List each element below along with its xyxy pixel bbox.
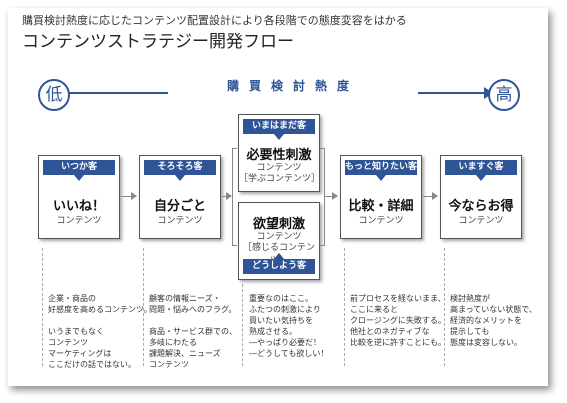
tag-arrow-down-icon [476,175,486,181]
page-title: コンテンツストラテジー開発フロー [22,32,294,52]
tag-arrow-down-icon [274,134,284,140]
desc-line: 経済的なメリットを [450,316,522,325]
desc-line: ―どうしても欲しい！ [249,349,329,358]
stage-card-3: いまはまだ客 必要性刺激 コンテンツ ［学ぶコンテンツ］ [238,114,320,192]
desc-line: 他社とのネガティブな [350,327,430,336]
stage-sub-6: コンテンツ [458,216,504,226]
axis-high-marker: 高 [488,79,520,111]
desc-line: 課題解決、ニューズ [149,349,221,358]
tag-arrow-down-icon [175,175,185,181]
stage-title-4: 欲望刺激 [252,217,305,232]
stage-desc-1: 企業・商品の好感度を高めるコンテンツ。 いうまでもなくコンテンツ マーケティング… [48,293,152,370]
stage-sub-1: コンテンツ [56,216,102,226]
flow-arrow-icon [423,192,438,200]
stage-desc-6: 検討熱度が高まっていない状態で、 経済的なメリットを提示しても 態度は変容しない… [450,293,537,348]
desc-line: 態度は変容しない。 [450,338,522,347]
desc-line: 熟成させる。 [249,327,297,336]
stage-tag-4: どうしよう客 [243,259,315,274]
desc-line: 多岐にわたる [149,338,197,347]
stage-sub-3a: コンテンツ [256,163,302,173]
desc-line: いうまでもなく [48,327,104,336]
flow-arrow-icon [121,192,137,200]
desc-line: 商品・サービス群での、 [149,327,237,336]
stage-desc-5: 前プロセスを経ないまま、ここに来ると クロージングに失敗する。他社とのネガティブ… [350,293,446,348]
desc-line: 問題・悩みへのフラグ。 [149,305,237,314]
stage-tag-3: いまはまだ客 [243,119,315,134]
desc-line: コンテンツ [48,338,88,347]
guide-line [444,248,445,366]
stage-sub-2: コンテンツ [157,216,203,226]
desc-line: 買いたい気持ちを [249,316,313,325]
desc-line: マーケティングは [48,349,112,358]
stage-title-2: 自分ごと [153,199,206,214]
desc-line: ここに来ると [350,305,398,314]
guide-line [42,248,43,366]
stage-sub-3b: ［学ぶコンテンツ］ [239,174,321,184]
stage-title-5: 比較・詳細 [348,199,414,214]
axis-low-marker: 低 [38,79,70,111]
bracket-left [232,148,237,246]
desc-line: 好感度を高めるコンテンツ。 [48,305,152,314]
stage-card-4: 欲望刺激 コンテンツ ［感じるコンテンツ］ どうしよう客 [238,202,320,280]
desc-line [149,315,237,326]
stage-tag-1: いつか客 [43,160,115,175]
guide-line [242,284,243,366]
desc-line: クロージングに失敗する。 [350,316,446,325]
stage-title-1: いいね！ [52,199,105,214]
flow-connector [222,192,232,200]
stage-tag-2: そろそろ客 [144,160,216,175]
flow-arrow-icon [325,192,338,200]
stage-desc-2: 顧客の情報ニーズ・問題・悩みへのフラグ。 商品・サービス群での、多岐にわたる 課… [149,293,237,370]
bracket-right [320,148,325,246]
stage-title-6: 今ならお得 [448,199,514,214]
desc-line: コンテンツ [149,360,189,369]
desc-line: 高まっていない状態で、 [450,305,537,314]
tag-arrow-down-icon [376,175,386,181]
stage-desc-4: 重要なのはここ。ふたつの刺激により 買いたい気持ちを熟成させる。 ―やっぱり必要… [249,293,328,359]
stage-card-2: そろそろ客 自分ごと コンテンツ [139,155,221,239]
page-subtitle: 購買検討熱度に応じたコンテンツ配置設計により各段階での態度変容をはかる [22,14,407,27]
stage-title-3: 必要性刺激 [246,148,312,163]
desc-line: 検討熱度が [450,294,490,303]
desc-line: 比較を逆に許すことにも。 [350,338,446,347]
stage-card-5: もっと知りたい客 比較・詳細 コンテンツ [340,155,422,239]
desc-line: 顧客の情報ニーズ・ [149,294,221,303]
desc-line: ここだけの話ではない。 [48,360,136,369]
stage-sub-4a: コンテンツ [256,232,302,242]
desc-line: 提示しても [450,327,490,336]
desc-line: ふたつの刺激により [249,305,321,314]
guide-line [344,248,345,366]
stage-tag-6: いますぐ客 [445,160,517,175]
stage-card-1: いつか客 いいね！ コンテンツ [38,155,120,239]
desc-line: 企業・商品の [48,294,96,303]
desc-line [48,315,152,326]
stage-tag-5: もっと知りたい客 [345,160,417,175]
tag-arrow-up-icon [274,253,284,259]
guide-line [143,248,144,366]
desc-line: 重要なのはここ。 [249,294,313,303]
tag-arrow-down-icon [74,175,84,181]
stage-sub-5: コンテンツ [358,216,404,226]
axis-label: 購買検討熱度 [168,77,418,94]
desc-line: ―やっぱり必要だ！ [249,338,321,347]
slide: 購買検討熱度に応じたコンテンツ配置設計により各段階での態度変容をはかる コンテン… [8,8,548,386]
desc-line: 前プロセスを経ないまま、 [350,294,446,303]
stage-card-6: いますぐ客 今ならお得 コンテンツ [440,155,522,239]
